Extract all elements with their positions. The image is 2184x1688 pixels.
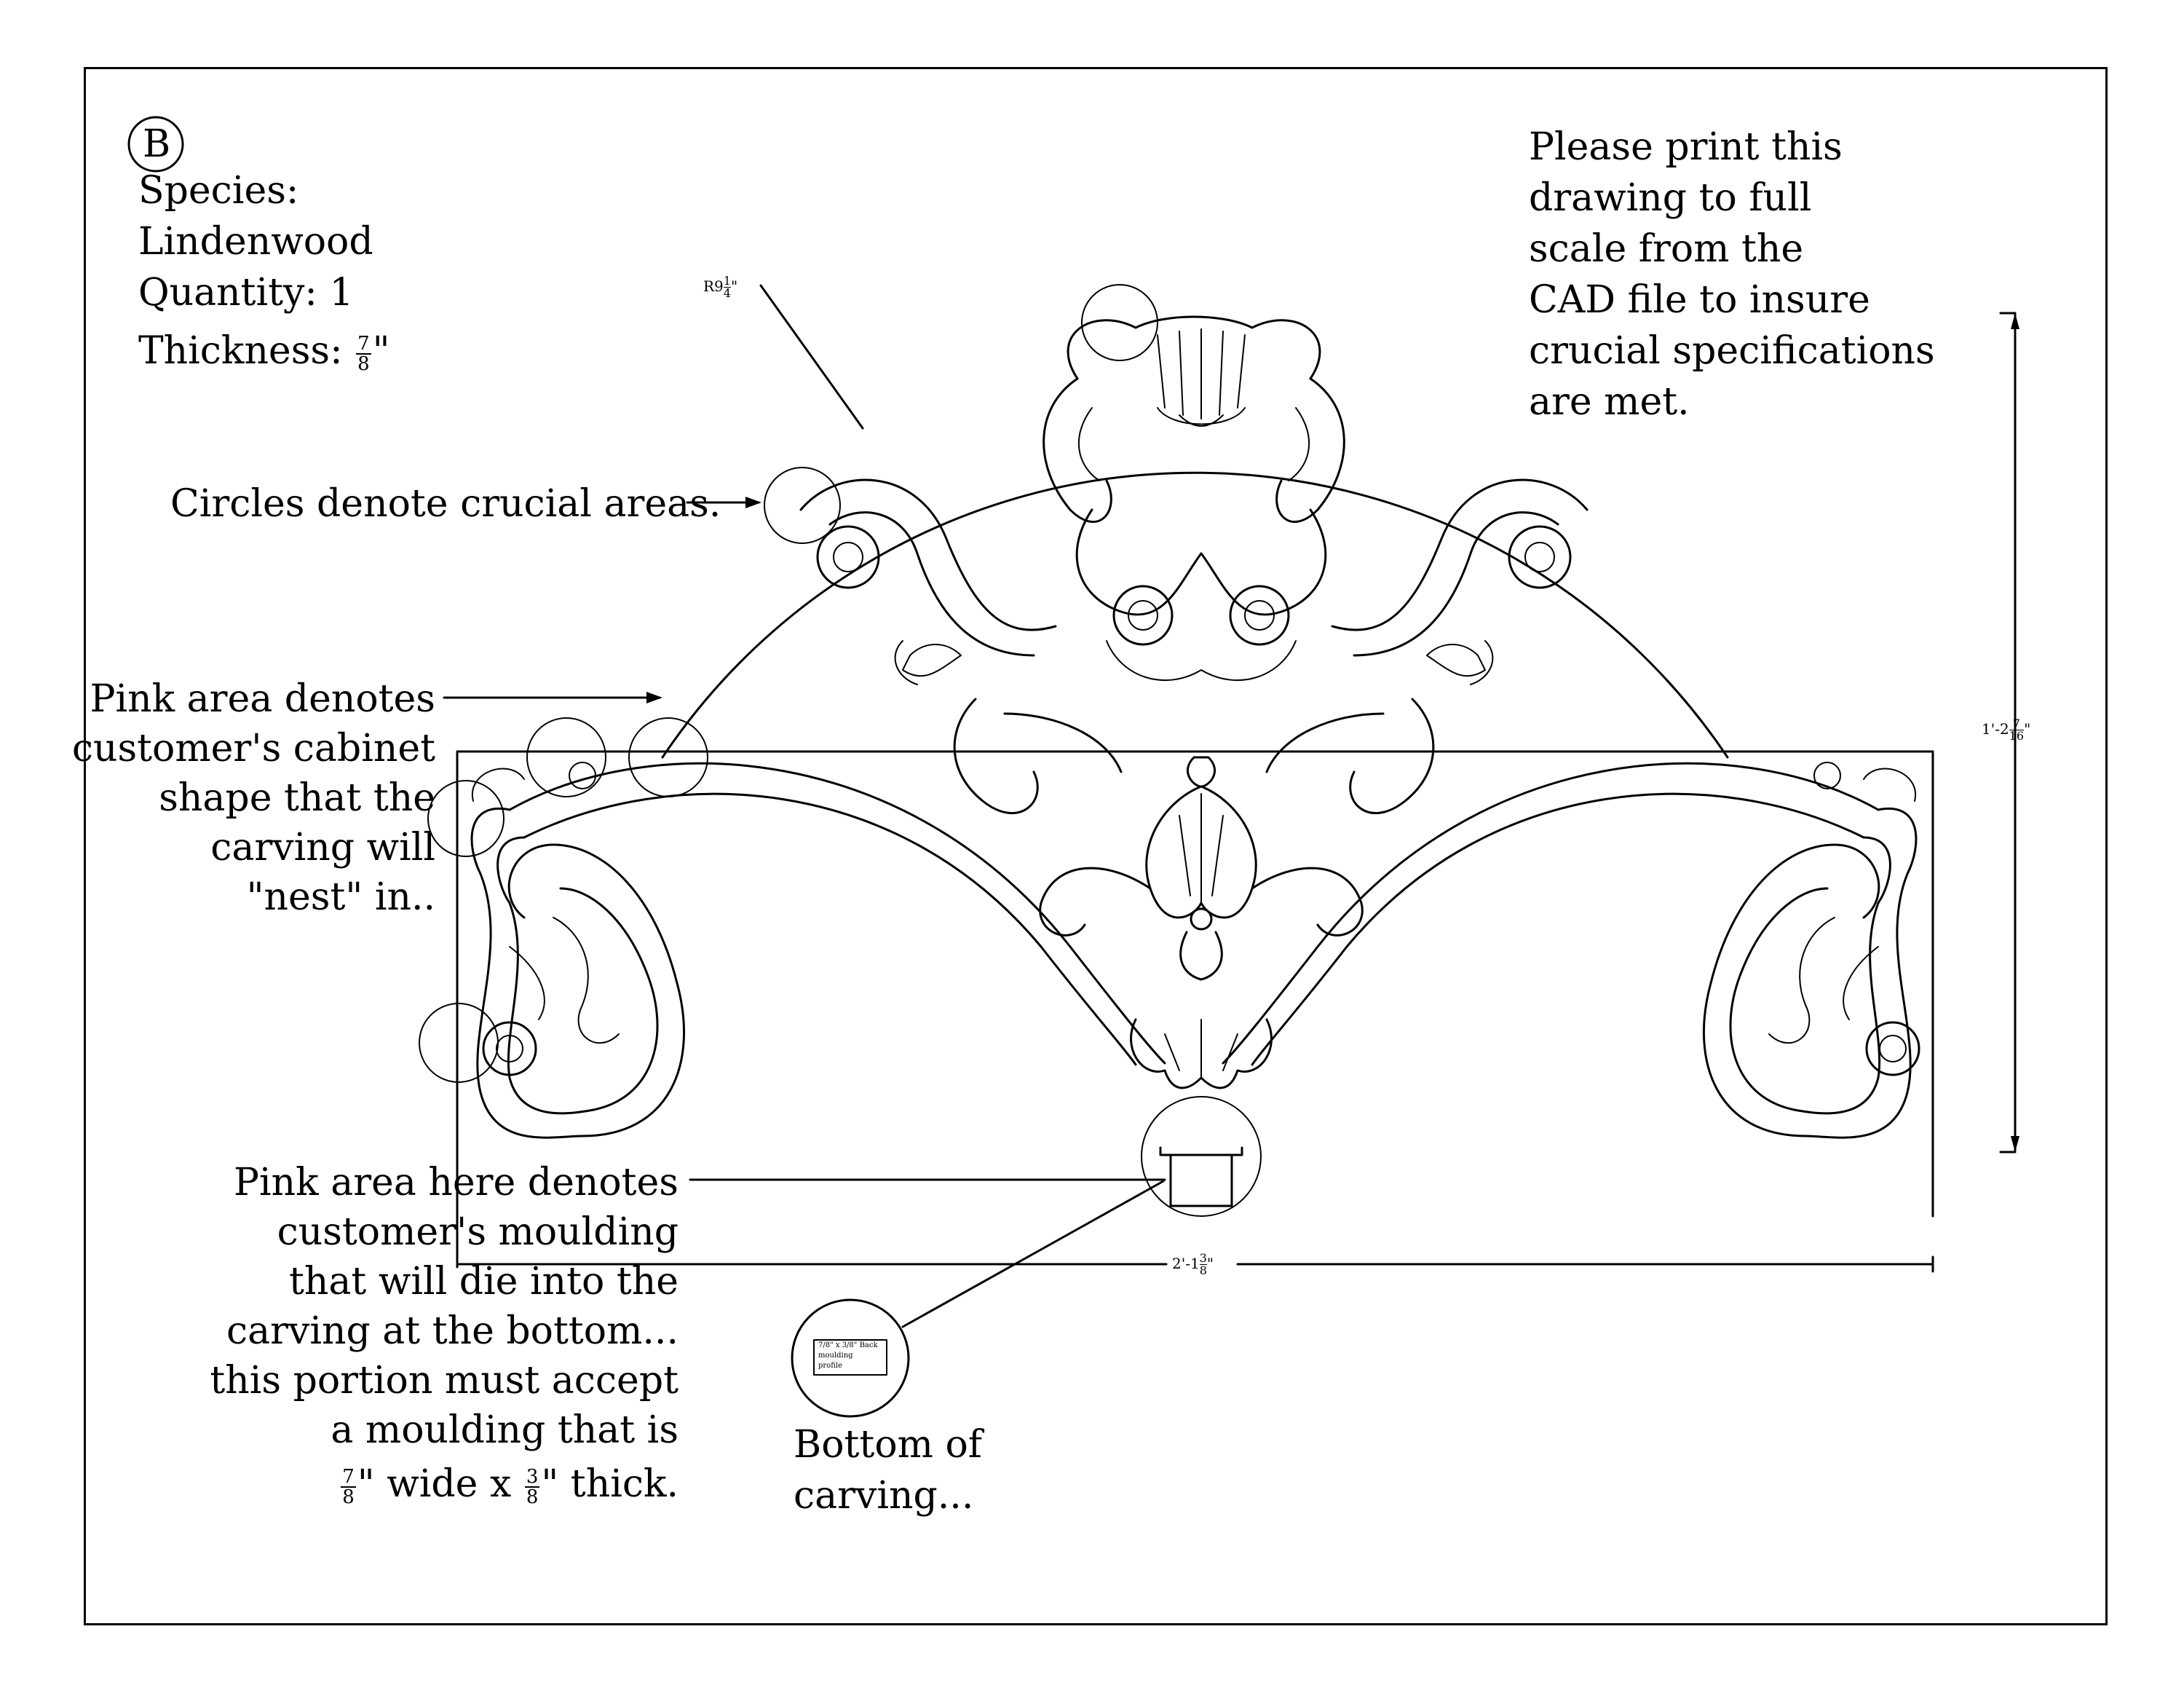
upper-left-acanthus bbox=[799, 478, 1057, 631]
arch-left-outer bbox=[508, 762, 1166, 1065]
crest-left-leaf bbox=[1042, 377, 1112, 524]
cabinet-outline bbox=[456, 750, 1934, 1269]
thickness-row: Thickness: 7 8 " bbox=[138, 329, 390, 375]
upper-right-acanthus bbox=[1331, 478, 1588, 631]
section-badge: B bbox=[143, 122, 171, 166]
crest-right-leaf bbox=[1275, 377, 1345, 524]
crest-top bbox=[1067, 315, 1321, 380]
right-scroll-outer bbox=[1702, 807, 1918, 1139]
drawing-border bbox=[84, 67, 2108, 1625]
quantity-value: Quantity: 1 bbox=[138, 271, 354, 315]
crucial-circles bbox=[419, 284, 1262, 1217]
detail-inset-circle bbox=[791, 1298, 910, 1418]
moulding-cap bbox=[1159, 1146, 1243, 1156]
palmette-tip bbox=[1186, 756, 1216, 788]
arch-left-inner bbox=[523, 792, 1137, 1066]
moulding-box bbox=[1169, 1153, 1233, 1207]
palmette-left-frond bbox=[1039, 867, 1152, 936]
palmette-right-frond bbox=[1251, 867, 1364, 936]
center-left-curl bbox=[1112, 585, 1174, 646]
palmette-drop bbox=[1179, 931, 1223, 981]
species-value: Lindenwood bbox=[138, 220, 373, 264]
shell-flutes bbox=[1157, 328, 1246, 419]
thickness-label: Thickness: bbox=[138, 329, 343, 373]
right-scroll-eye bbox=[1865, 1021, 1920, 1076]
left-scroll-outer bbox=[470, 807, 686, 1139]
detail-inset-box bbox=[813, 1339, 887, 1376]
right-scroll-inner bbox=[1729, 836, 1891, 1115]
thickness-fraction: 7 8 bbox=[356, 332, 371, 375]
mid-left-leaf bbox=[953, 698, 1039, 815]
central-mantle bbox=[1075, 508, 1327, 616]
detail-leader bbox=[901, 1180, 1165, 1328]
center-right-curl bbox=[1229, 585, 1290, 646]
upper-left-curl bbox=[816, 525, 880, 589]
left-top-curl bbox=[471, 768, 525, 802]
arch-right-outer bbox=[1222, 762, 1880, 1065]
palmette-bead bbox=[1190, 907, 1213, 931]
left-leaf-2 bbox=[509, 946, 545, 1020]
left-scroll-eye bbox=[482, 1021, 537, 1076]
left-leaf-1 bbox=[553, 917, 620, 1044]
radius-leader bbox=[759, 284, 864, 430]
section-badge-circle bbox=[127, 116, 184, 173]
left-scroll-inner bbox=[496, 836, 659, 1115]
upper-right-curl bbox=[1508, 525, 1572, 589]
arch-right-inner bbox=[1251, 792, 1865, 1066]
radius-arc bbox=[661, 471, 1729, 759]
mid-right-leaf bbox=[1349, 698, 1435, 815]
circles-note: Circles denote crucial areas. bbox=[170, 482, 721, 526]
species-label: Species: bbox=[138, 169, 299, 213]
